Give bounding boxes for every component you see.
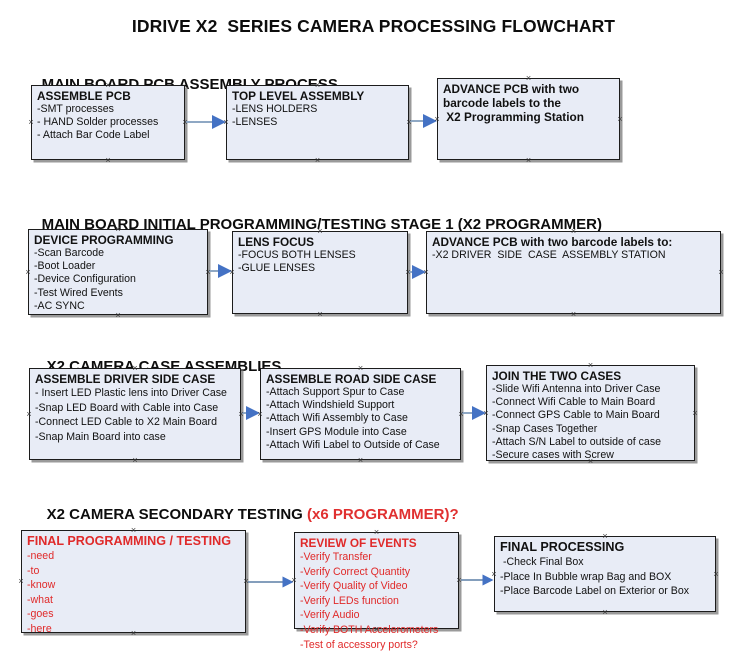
section-heading-text: X2 CAMERA SECONDARY TESTING [46,506,307,523]
node-line: -Place Barcode Label on Exterior or Box [500,585,690,598]
node-line: -Connect GPS Cable to Main Board [492,409,660,422]
node-line: -X2 DRIVER SIDE CASE ASSEMBLY STATION [432,249,666,261]
node-line: -Verify Correct Quantity [300,565,411,578]
node-line: -Scan Barcode [34,247,105,259]
node-line: -Test Wired Events [34,286,123,299]
node-line: -Check Final Box [500,556,584,568]
node-line: -need [27,550,55,562]
node-line: -Attach Support Spur to Case [266,386,405,398]
node-title: TOP LEVEL ASSEMBLY [232,89,365,103]
node-line: -GLUE LENSES [238,262,316,275]
node-line: -Attach Windshield Support [266,399,395,412]
node-line: -Attach S/N Label to outside of case [492,435,662,448]
section-heading-x2-camera-secondary-testing: X2 CAMERA SECONDARY TESTING (x6 PROGRAMM… [30,489,459,540]
node-line: -Slide Wifi Antenna into Driver Case [492,383,661,395]
node-title: ASSEMBLE DRIVER SIDE CASE [35,372,216,386]
node-line: - HAND Solder processes [37,116,159,129]
node-line: -Snap Main Board into case [35,430,166,443]
node-join-the-two-cases[interactable]: JOIN THE TWO CASES -Slide Wifi Antenna i… [486,365,695,461]
node-line: -Connect Wifi Cable to Main Board [492,396,656,409]
node-line: -Verify BOTH Accelerometers [300,623,439,636]
node-top-level-assembly[interactable]: TOP LEVEL ASSEMBLY -LENS HOLDERS -LENSES [226,85,409,160]
section-heading-accent: (x6 PROGRAMMER)? [306,506,459,523]
node-device-programming[interactable]: DEVICE PROGRAMMING -Scan Barcode -Boot L… [28,229,208,315]
node-line: -LENS HOLDERS [232,103,318,115]
node-line: -Verify Transfer [300,551,372,563]
node-line: -goes [27,608,54,621]
node-line: -AC SYNC [34,299,85,312]
node-line: -FOCUS BOTH LENSES [238,249,356,261]
node-line: -know [27,579,56,592]
node-line: -Verify Audio [300,609,360,622]
node-assemble-driver-side-case[interactable]: ASSEMBLE DRIVER SIDE CASE - Insert LED P… [29,368,241,460]
section-heading-text: MAIN BOARD INITIAL PROGRAMMING/TESTING S… [41,216,602,233]
node-final-processing[interactable]: FINAL PROCESSING -Check Final Box -Place… [494,536,716,612]
node-line: - Attach Bar Code Label [37,129,150,142]
node-line: -Attach Wifi Label to Outside of Case [266,438,440,451]
node-line: -here [27,622,52,635]
node-title: DEVICE PROGRAMMING [34,233,174,247]
node-assemble-pcb[interactable]: ASSEMBLE PCB -SMT processes - HAND Solde… [31,85,185,160]
node-review-of-events[interactable]: REVIEW OF EVENTS -Verify Transfer -Verif… [294,532,459,651]
node-advance-pcb-to-x2-programming-station[interactable]: ADVANCE PCB with two barcode labels to t… [437,78,620,160]
node-line: -Connect LED Cable to X2 Main Board [35,416,217,429]
node-line: -Verify LEDs function [300,594,399,607]
node-line: -Place In Bubble wrap Bag and BOX [500,570,672,583]
node-line-overflow: -Test of accessory ports? [300,638,418,651]
node-line: - Insert LED Plastic lens into Driver Ca… [35,387,227,399]
node-final-programming-testing[interactable]: FINAL PROGRAMMING / TESTING -need -to -k… [21,530,246,635]
node-line: -Secure cases with Screw [492,449,614,462]
node-line: -Snap Cases Together [492,422,598,435]
node-title: ASSEMBLE ROAD SIDE CASE [266,372,437,386]
node-line: -Attach Wifi Assembly to Case [266,412,408,425]
node-title: LENS FOCUS [238,235,315,249]
node-title: FINAL PROGRAMMING / TESTING [27,534,232,548]
node-line: -Boot Loader [34,260,96,273]
node-advance-pcb-to-driver-side-case-station[interactable]: ADVANCE PCB with two barcode labels to: … [426,231,721,314]
node-line: -to [27,564,40,577]
node-line: -Insert GPS Module into Case [266,425,407,438]
node-line: -SMT processes [37,103,114,115]
node-line: -what [27,593,53,606]
node-line: -Verify Quality of Video [300,580,408,593]
node-title: ASSEMBLE PCB [37,89,131,103]
node-lens-focus[interactable]: LENS FOCUS -FOCUS BOTH LENSES -GLUE LENS… [232,231,408,314]
node-title: FINAL PROCESSING [500,540,625,554]
node-assemble-road-side-case[interactable]: ASSEMBLE ROAD SIDE CASE -Attach Support … [260,368,461,460]
node-line: -Device Configuration [34,273,136,286]
node-title: ADVANCE PCB with two barcode labels to t… [443,82,584,124]
node-line: -Snap LED Board with Cable into Case [35,401,219,414]
node-line: -LENSES [232,116,278,129]
node-title: JOIN THE TWO CASES [492,369,622,383]
section-heading-main-board-initial-programming: MAIN BOARD INITIAL PROGRAMMING/TESTING S… [25,199,602,250]
node-title: ADVANCE PCB with two barcode labels to: [432,235,673,249]
node-title: REVIEW OF EVENTS [300,536,417,550]
page-title: IDRIVE X2 SERIES CAMERA PROCESSING FLOWC… [131,16,616,36]
